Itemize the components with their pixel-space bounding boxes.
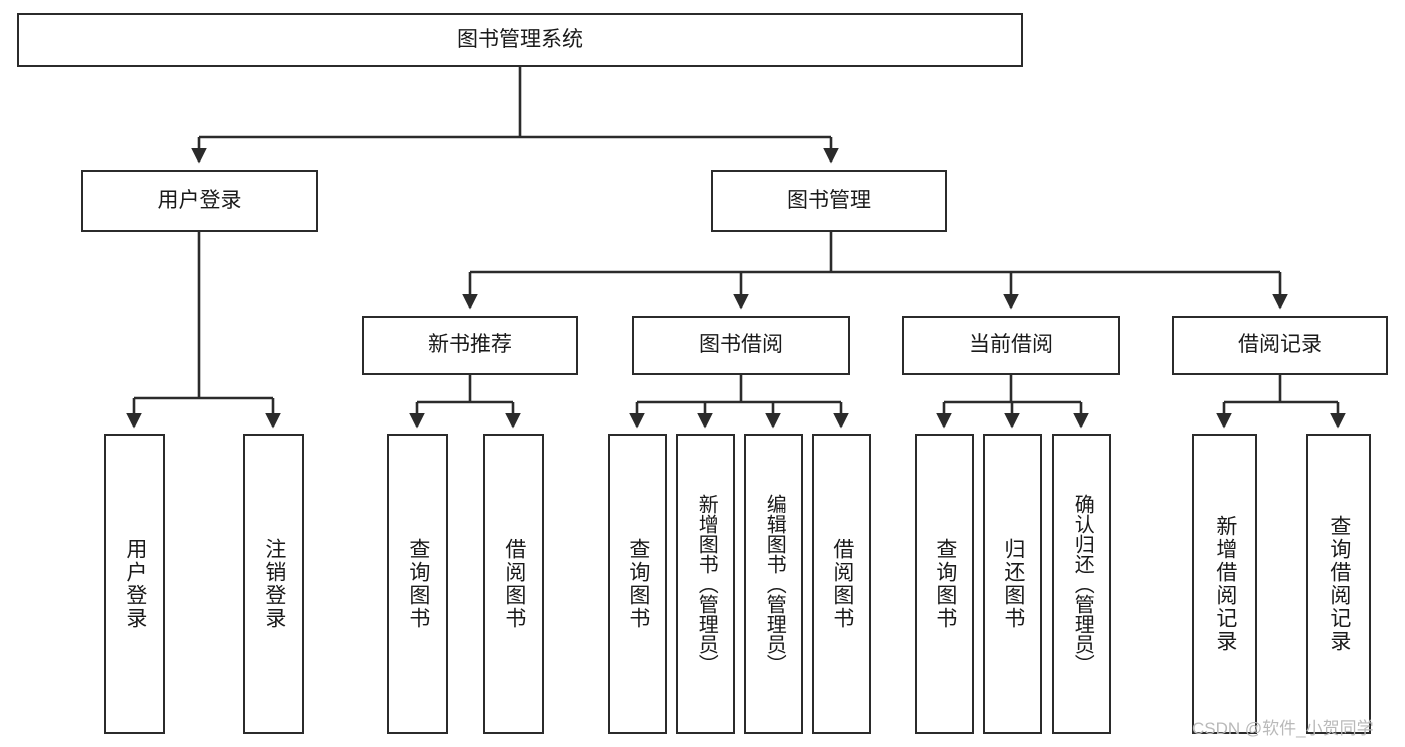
leaf-record-add-record[interactable]: 新增借阅记录 <box>1192 434 1257 734</box>
leaf-borrow-borrow-book[interactable]: 借阅图书 <box>812 434 871 734</box>
leaf-recommend-query-book[interactable]: 查询图书 <box>387 434 448 734</box>
leaf-borrow-add-book-admin[interactable]: 新增图书（管理员） <box>676 434 735 734</box>
leaf-recommend-borrow-book[interactable]: 借阅图书 <box>483 434 544 734</box>
node-current-borrow[interactable]: 当前借阅 <box>902 316 1120 375</box>
node-new-book-recommend[interactable]: 新书推荐 <box>362 316 578 375</box>
node-root-system[interactable]: 图书管理系统 <box>17 13 1023 67</box>
node-user-login[interactable]: 用户登录 <box>81 170 318 232</box>
node-borrow-record[interactable]: 借阅记录 <box>1172 316 1388 375</box>
leaf-current-confirm-return-admin[interactable]: 确认归还（管理员） <box>1052 434 1111 734</box>
leaf-record-query-record[interactable]: 查询借阅记录 <box>1306 434 1371 734</box>
leaf-borrow-query-book[interactable]: 查询图书 <box>608 434 667 734</box>
leaf-borrow-edit-book-admin[interactable]: 编辑图书（管理员） <box>744 434 803 734</box>
node-book-borrow[interactable]: 图书借阅 <box>632 316 850 375</box>
leaf-current-query-book[interactable]: 查询图书 <box>915 434 974 734</box>
leaf-user-login-login[interactable]: 用户登录 <box>104 434 165 734</box>
node-book-management[interactable]: 图书管理 <box>711 170 947 232</box>
leaf-current-return-book[interactable]: 归还图书 <box>983 434 1042 734</box>
leaf-user-login-logout[interactable]: 注销登录 <box>243 434 304 734</box>
